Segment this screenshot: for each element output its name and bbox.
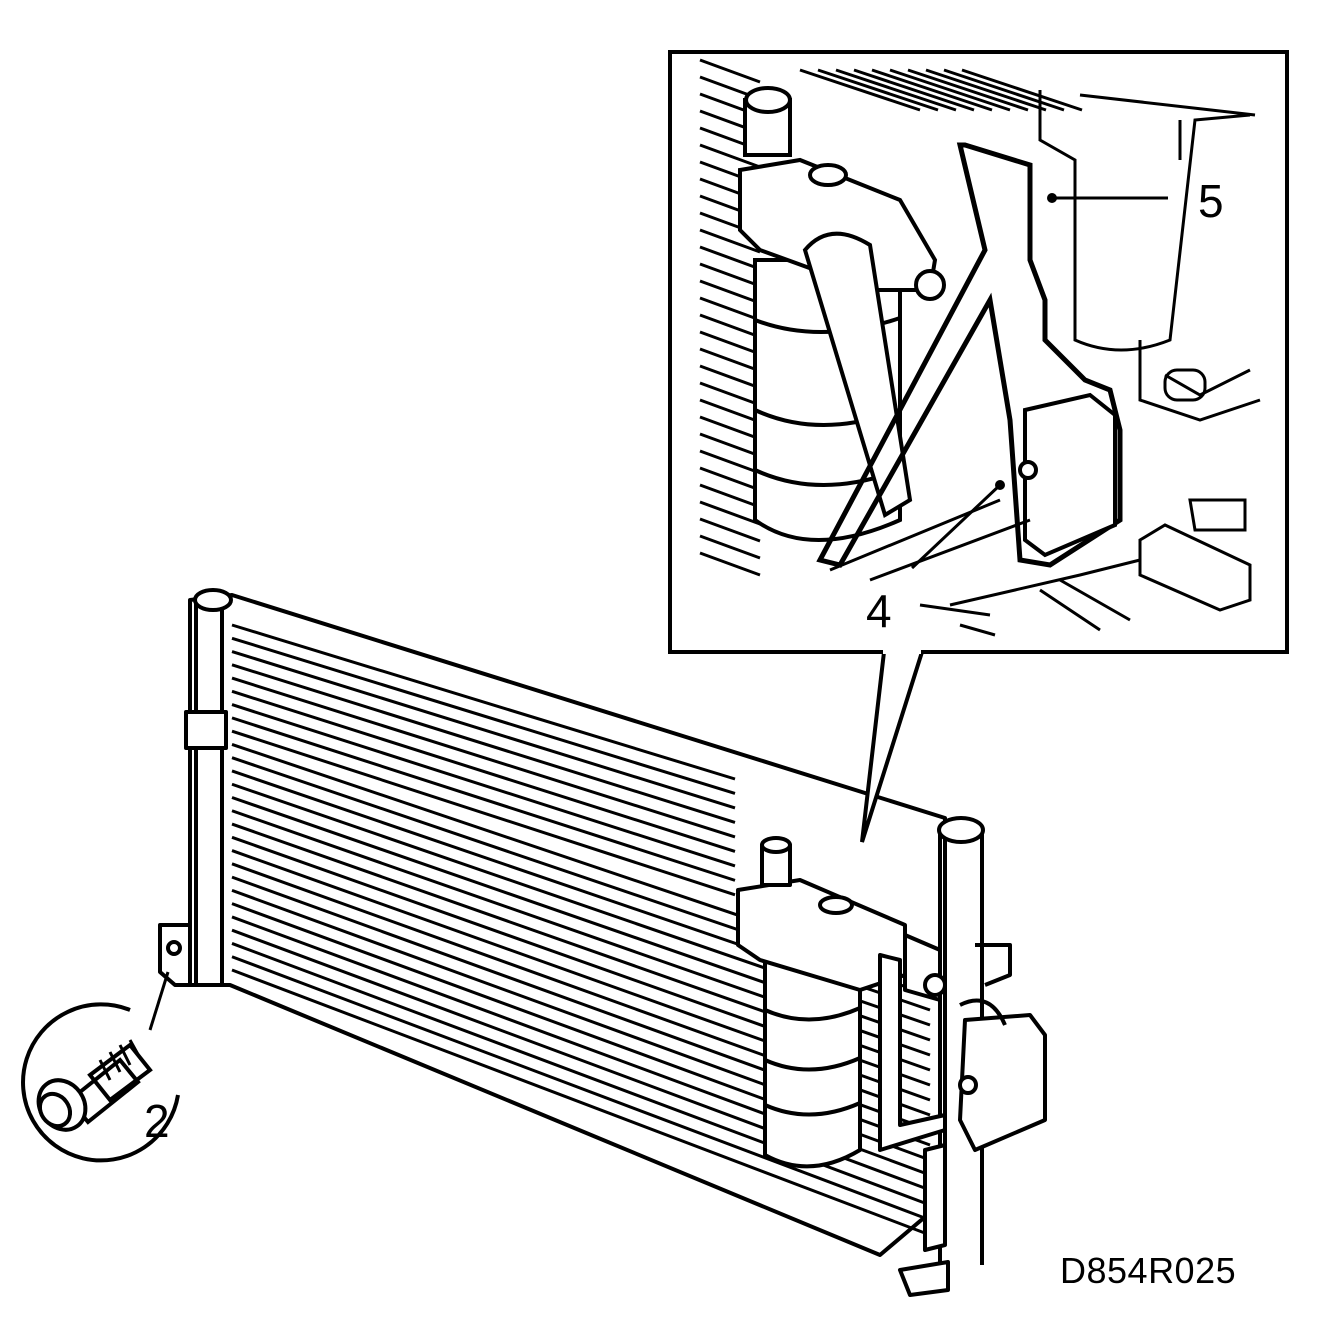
- condenser-fin-line: [231, 689, 736, 853]
- inset-fin-line: [699, 313, 761, 339]
- bolt-detail-circle: [21, 1002, 180, 1163]
- receiver-drier: [736, 836, 1047, 1252]
- leader-dot-4: [995, 480, 1005, 490]
- drier-pipe: [878, 953, 947, 1152]
- detail-pointer: [860, 651, 924, 843]
- pressure-switch: [958, 1013, 1047, 1152]
- condenser-fin-line: [231, 703, 736, 868]
- condenser-fin-line: [231, 636, 736, 795]
- inset-fin-line: [699, 483, 761, 509]
- detail-inset: [668, 50, 1289, 843]
- inset-fin-line: [699, 330, 761, 356]
- condenser-fin-line: [231, 716, 736, 882]
- leader-dot-5: [1047, 193, 1057, 203]
- condenser-fin-line: [231, 676, 736, 839]
- right-tank-cap: [937, 816, 985, 844]
- condenser-fin-line: [231, 968, 931, 1237]
- condenser-fin-line: [231, 729, 736, 897]
- inset-fin-line: [853, 68, 975, 112]
- left-bracket: [184, 710, 228, 750]
- right-side-bracket: [975, 943, 1012, 987]
- condenser-fin-line: [231, 955, 931, 1222]
- bolt-icon: [36, 1039, 153, 1132]
- inset-fin-line: [699, 228, 761, 254]
- inset-fin-line: [699, 551, 761, 577]
- inset-fin-line: [699, 296, 761, 322]
- inset-fin-line: [699, 347, 761, 373]
- condenser-left-tank: [194, 600, 224, 985]
- condenser-fin-line: [231, 650, 736, 810]
- inset-fin-line: [699, 279, 761, 305]
- inset-fins: [699, 58, 1083, 577]
- inset-fin-line: [699, 466, 761, 492]
- condenser-fin-line: [231, 663, 736, 824]
- figure-code: D854R025: [1060, 1250, 1237, 1291]
- inset-fin-line: [699, 381, 761, 407]
- inset-fin-line: [817, 68, 939, 112]
- callout-2: 2: [144, 1095, 170, 1147]
- inset-fin-line: [699, 58, 761, 84]
- right-lower-bracket: [898, 1260, 950, 1297]
- inset-fin-line: [799, 68, 921, 112]
- callout-5: 5: [1198, 175, 1224, 227]
- inset-pressure-switch: [1018, 392, 1117, 558]
- inset-fin-line: [699, 415, 761, 441]
- inset-fin-line: [699, 245, 761, 271]
- inset-fin-line: [699, 500, 761, 526]
- drier-cylinder: [763, 958, 862, 1169]
- left-tank-cap: [193, 588, 233, 612]
- inset-fin-line: [699, 143, 761, 169]
- inset-fin-line: [699, 534, 761, 560]
- inset-fin-line: [699, 517, 761, 543]
- inset-fin-line: [699, 432, 761, 458]
- lower-pipe-bracket: [923, 1143, 947, 1252]
- inset-fin-line: [961, 68, 1083, 112]
- inset-fin-line: [889, 68, 1011, 112]
- condenser-fin-line: [231, 623, 736, 781]
- inset-fin-line: [943, 68, 1065, 112]
- inset-fin-line: [699, 364, 761, 390]
- inset-bracket: [816, 142, 1123, 568]
- condenser-assembly: [158, 588, 1012, 1297]
- callout-4: 4: [866, 585, 892, 637]
- inset-fin-line: [699, 262, 761, 288]
- condenser-fins: [231, 623, 931, 1237]
- leader-line-4: [910, 483, 1002, 570]
- inset-fin-line: [699, 398, 761, 424]
- inset-fin-line: [925, 68, 1047, 112]
- inset-fin-line: [699, 449, 761, 475]
- inset-connector: [1039, 498, 1252, 632]
- bolt-detail: [21, 971, 180, 1163]
- inset-reservoir: [1038, 90, 1261, 422]
- inset-fin-line: [871, 68, 993, 112]
- inset-fin-line: [907, 68, 1029, 112]
- inset-fin-line: [835, 68, 957, 112]
